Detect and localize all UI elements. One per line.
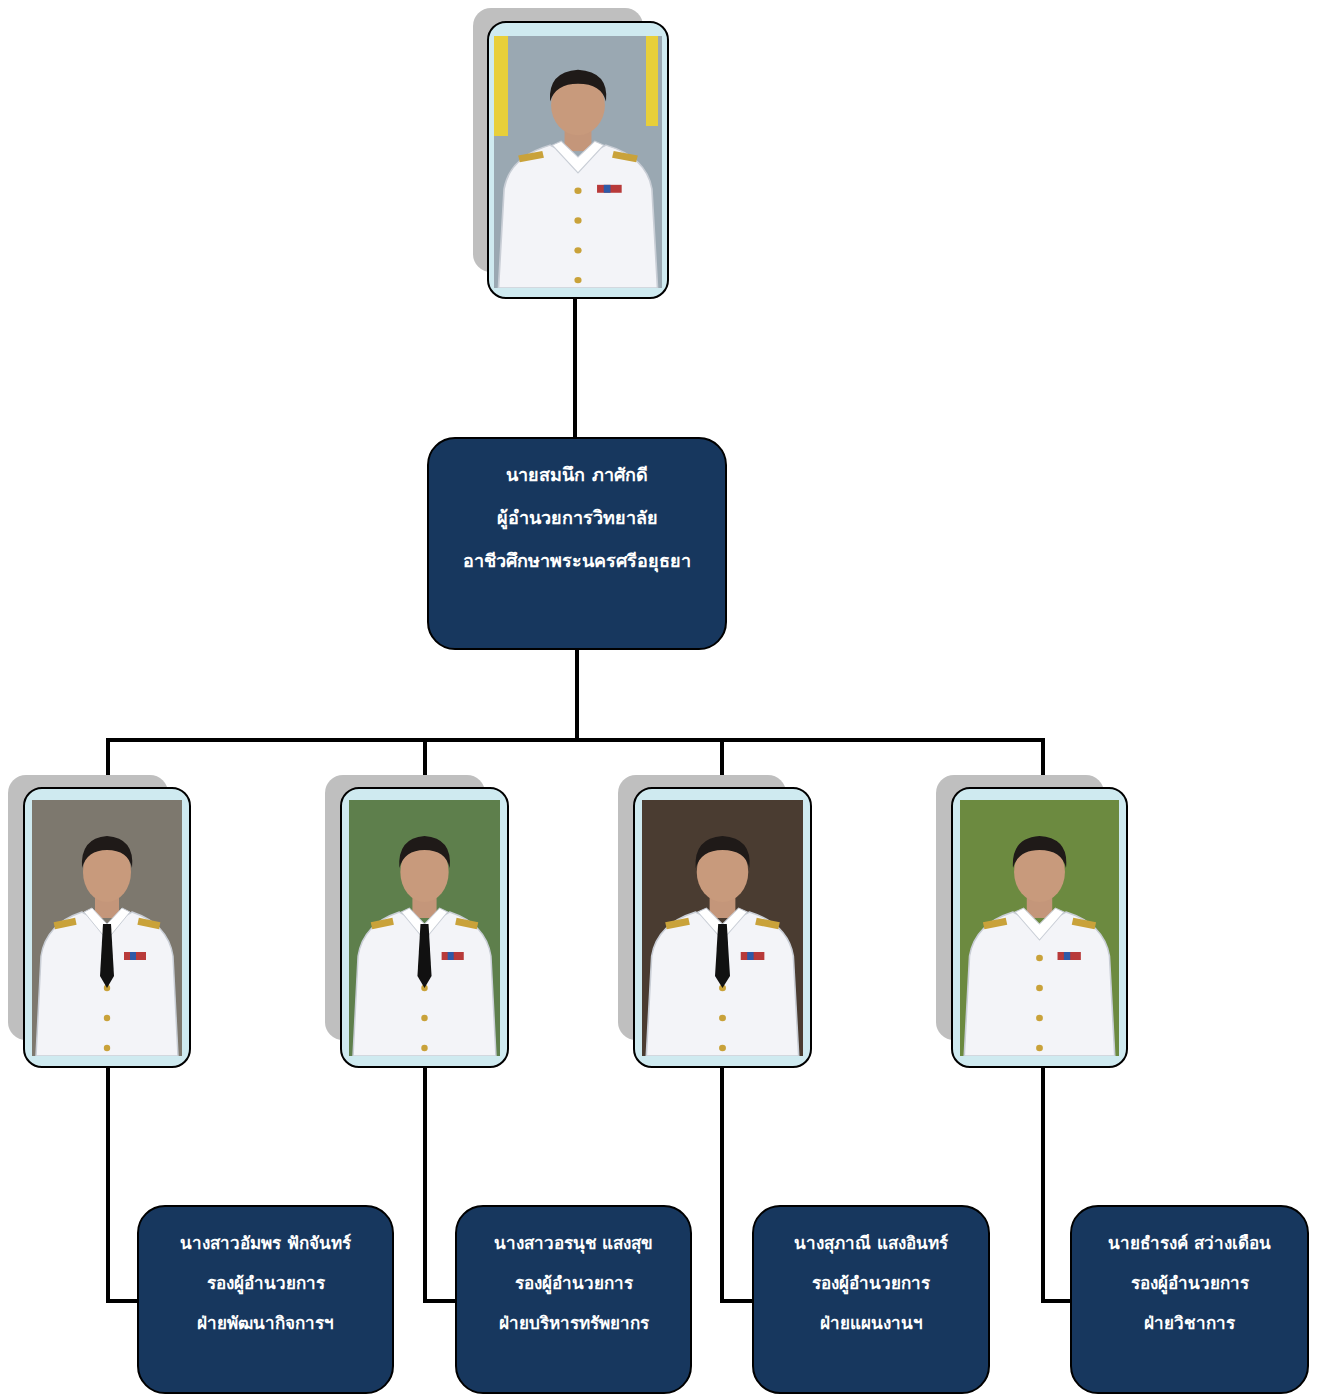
photo-background: [642, 800, 803, 1056]
position-title: รองผู้อำนวยการ: [207, 1263, 325, 1303]
director-box: นายสมนึก ภาศักดีผู้อำนวยการวิทยาลัยอาชีว…: [427, 437, 727, 650]
portrait-figure: [498, 70, 657, 288]
person-name: นางสุภาณี แสงอินทร์: [794, 1223, 948, 1263]
position-title: รองผู้อำนวยการ: [515, 1263, 633, 1303]
portrait-tie: [715, 924, 730, 988]
portrait-figure: [36, 836, 178, 1056]
portrait-figure: [353, 836, 496, 1056]
portrait-tie: [417, 924, 431, 988]
photo-background: [349, 800, 500, 1056]
photo-frame: [952, 788, 1127, 1067]
position-title: อาชีวศึกษาพระนครศรีอยุธยา: [463, 539, 691, 582]
deputy-box: นางสุภาณี แสงอินทร์รองผู้อำนวยการฝ่ายแผน…: [752, 1205, 990, 1394]
deputy-box: นายธำรงค์ สว่างเดือนรองผู้อำนวยการฝ่ายวิ…: [1070, 1205, 1309, 1394]
person-name: นายสมนึก ภาศักดี: [506, 453, 647, 496]
position-title: ฝ่ายวิชาการ: [1144, 1303, 1235, 1343]
person-name: นางสาวอัมพร ฟักจันทร์: [180, 1223, 351, 1263]
position-title: ฝ่ายแผนงานฯ: [820, 1303, 923, 1343]
photo-frame: [488, 22, 668, 298]
photo-frame: [24, 788, 190, 1067]
deputy-box: นางสาวอัมพร ฟักจันทร์รองผู้อำนวยการฝ่ายพ…: [137, 1205, 394, 1394]
photo-background: [32, 800, 182, 1056]
portrait-tie: [100, 924, 114, 988]
position-title: ผู้อำนวยการวิทยาลัย: [497, 496, 658, 539]
person-name: นางสาวอรนุช แสงสุข: [494, 1223, 654, 1263]
position-title: รองผู้อำนวยการ: [1131, 1263, 1249, 1303]
position-title: ฝ่ายพัฒนากิจการฯ: [197, 1303, 334, 1343]
photo-background: [646, 36, 658, 126]
photo-frame: [634, 788, 811, 1067]
position-title: ฝ่ายบริหารทรัพยากร: [499, 1303, 649, 1343]
position-title: รองผู้อำนวยการ: [812, 1263, 930, 1303]
photo-background: [960, 800, 1119, 1056]
person-name: นายธำรงค์ สว่างเดือน: [1108, 1223, 1271, 1263]
photo-frame: [341, 788, 508, 1067]
deputy-box: นางสาวอรนุช แสงสุขรองผู้อำนวยการฝ่ายบริห…: [455, 1205, 692, 1394]
photo-link-line: [573, 296, 577, 439]
portrait-figure: [964, 836, 1115, 1056]
portrait-figure: [646, 836, 798, 1056]
photo-background: [494, 36, 662, 288]
photo-background: [494, 36, 508, 136]
